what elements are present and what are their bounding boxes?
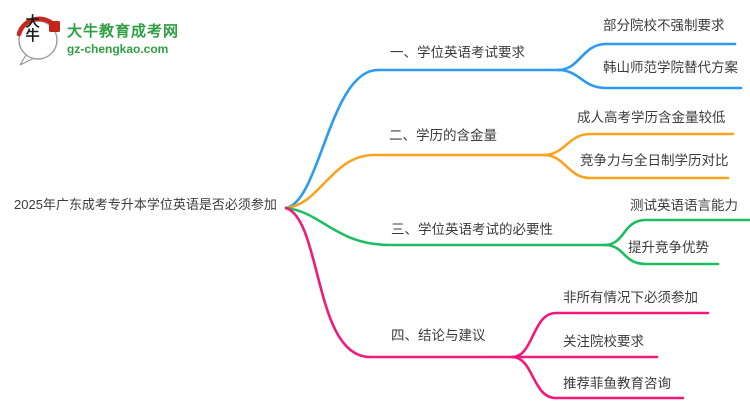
logo-characters: 大牛 — [25, 13, 41, 43]
branch-4-connector-lines — [284, 206, 710, 400]
branch-4-child-3: 推荐菲鱼教育咨询 — [563, 376, 671, 391]
branch-1-child-2: 韩山师范学院替代方案 — [603, 60, 738, 75]
branch-1-label: 一、学位英语考试要求 — [390, 45, 525, 60]
branch-2-child-2: 竞争力与全日制学历对比 — [580, 153, 729, 168]
branch-1-connector-lines — [284, 42, 743, 210]
branch-3-connector-lines — [284, 206, 750, 266]
branch-3-label: 三、学位英语考试的必要性 — [391, 222, 553, 237]
branch-1-child-1: 部分院校不强制要求 — [603, 18, 725, 33]
red-arc — [16, 16, 54, 37]
branch-3-child-1: 测试英语语言能力 — [630, 198, 738, 213]
site-name: 大牛教育成考网 — [67, 23, 180, 41]
red-seal — [49, 21, 60, 32]
site-domain: gz-chengkao.com — [67, 41, 169, 56]
daniu-cow-badge-icon: 大牛 — [16, 13, 60, 65]
branch-2-child-1: 成人高考学历含金量较低 — [577, 110, 726, 125]
central-topic: 2025年广东成考专升本学位英语是否必须参加 — [14, 197, 277, 212]
branch-3-child-2: 提升竞争优势 — [628, 240, 709, 255]
branch-2-connector-lines — [284, 132, 735, 210]
branch-4-child-1: 非所有情况下必须参加 — [563, 290, 698, 305]
site-logo: 大牛 大牛教育成考网 gz-chengkao.com — [13, 13, 179, 65]
logo-text-block: 大牛教育成考网 gz-chengkao.com — [67, 22, 179, 56]
branch-4-label: 四、结论与建议 — [391, 328, 486, 343]
branch-2-label: 二、学历的含金量 — [389, 128, 497, 143]
branch-4-child-2: 关注院校要求 — [563, 334, 644, 349]
